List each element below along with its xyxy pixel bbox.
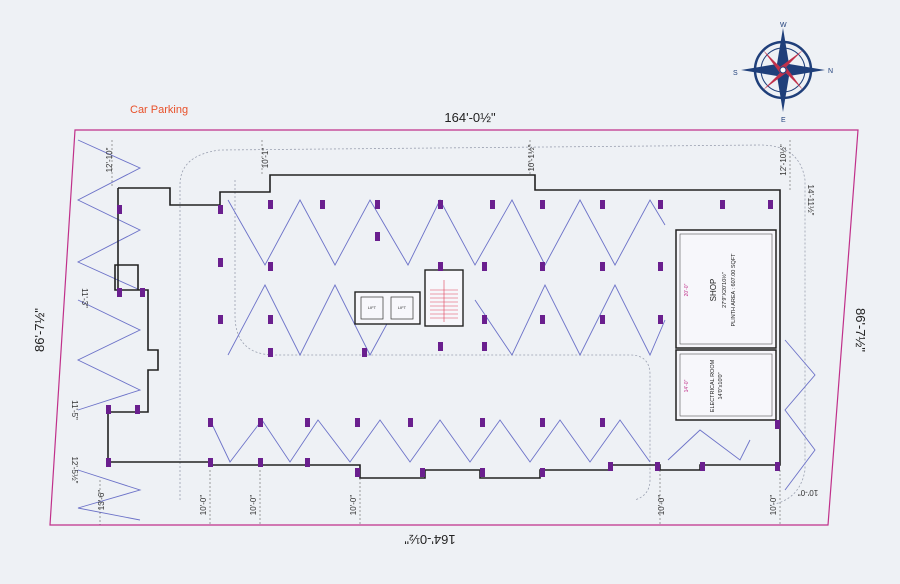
- dim-bottom-3: 10'-0": [349, 495, 358, 516]
- electrical-name: ELECTRICAL ROOM: [710, 359, 716, 412]
- lift-2: [390, 296, 414, 320]
- shop-area: PLINTH AREA : 607.00 SQFT: [731, 253, 737, 327]
- upper-parking-zigzag: [227, 199, 666, 266]
- lower-parking-zigzag: [209, 419, 651, 463]
- electrical-room: [675, 349, 777, 421]
- dim-bottom-5: 10'-0": [769, 495, 778, 516]
- shop-dimension: 20'-0": [684, 283, 690, 296]
- dim-left: 86'-7½": [32, 308, 47, 352]
- plot-boundary: [49, 129, 859, 526]
- dim-left-mid: 11'-5": [70, 400, 79, 420]
- dim-top-left: 12'-10": [105, 147, 114, 172]
- dim-right-lower: 10'-0": [798, 488, 819, 497]
- left-zigzag-lower: [76, 299, 142, 411]
- right-zigzag: [784, 339, 816, 491]
- lower-right-zigzag: [667, 429, 751, 461]
- dim-left-upper: 11'-3": [80, 288, 89, 308]
- shop-size: 27'9"X20'10½": [721, 272, 728, 308]
- dim-top-mid: 10'-1½": [527, 144, 536, 171]
- dim-bottom-1: 10'-0": [199, 495, 208, 516]
- dim-bottom-2: 10'-0": [249, 495, 258, 516]
- dim-bottom-left: 13'-6": [97, 490, 106, 511]
- dim-top-mid-left: 10'-1": [261, 148, 270, 169]
- upper-parking-zigzag-3: [474, 283, 666, 357]
- shop-room: [675, 229, 777, 349]
- compass-west: W: [780, 22, 787, 29]
- left-zigzag-bottom: [77, 469, 142, 521]
- compass-north: N: [828, 68, 833, 75]
- electrical-dimension: 14'-0": [684, 379, 690, 392]
- shop-room-inner: [679, 233, 773, 345]
- electrical-size: 14'0"x10'0": [718, 372, 724, 399]
- electrical-room-inner: [679, 353, 773, 417]
- dim-top-right: 12'-10½": [779, 144, 788, 176]
- plan-title: Car Parking: [130, 104, 188, 116]
- staircase-steps: [430, 280, 458, 322]
- left-zigzag-upper: [76, 139, 142, 291]
- upper-parking-zigzag-2: [227, 283, 401, 357]
- dim-bottom-4: 10'-0": [657, 495, 666, 516]
- compass-east: E: [781, 117, 786, 124]
- dimension-lines: [99, 140, 791, 525]
- lift-2-label: LIFT: [398, 305, 407, 310]
- driveway-outline: [179, 144, 806, 506]
- compass-south: S: [733, 70, 738, 77]
- columns: [106, 200, 780, 477]
- compass-rose: [741, 28, 825, 112]
- lift-1: [360, 296, 384, 320]
- dim-left-lower: 12'-5½": [70, 456, 79, 483]
- dim-right: 86'-7½": [853, 308, 868, 352]
- dim-top: 164'-0½": [444, 110, 496, 125]
- shop-name: SHOP: [709, 279, 718, 302]
- dim-bottom: 164'-0½": [404, 532, 456, 547]
- lift-1-label: LIFT: [368, 305, 377, 310]
- dim-right-upper: 14'-11½": [806, 185, 815, 216]
